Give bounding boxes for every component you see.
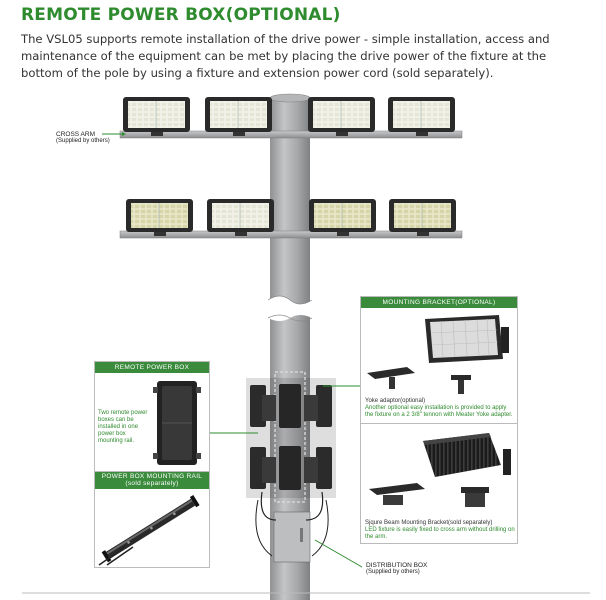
power-box-cluster bbox=[246, 371, 336, 503]
cross-arm-lower bbox=[119, 230, 463, 239]
mounting-rail-subtitle: (sold separately) bbox=[125, 480, 179, 487]
cross-arm-sublabel: (Supplied by others) bbox=[56, 138, 110, 144]
distribution-box-callout: DISTRIBUTION BOX (Supplied by others) bbox=[366, 562, 427, 576]
cross-arm-callout: CROSS ARM (Supplied by others) bbox=[56, 131, 110, 145]
remote-power-box-header: REMOTE POWER BOX bbox=[95, 362, 209, 373]
mounting-rail-image bbox=[98, 494, 200, 566]
remote-power-box-panel: REMOTE POWER BOX Two remote power boxes … bbox=[94, 361, 210, 473]
yoke-adaptor-title: Yoke adaptor(optional) bbox=[365, 398, 426, 404]
yoke-adaptor-note: Another optional easy installation is pr… bbox=[365, 405, 513, 418]
mounting-rail-title: POWER BOX MOUNTING RAIL bbox=[101, 473, 203, 480]
floodlights-lower bbox=[126, 199, 456, 236]
panel-divider bbox=[361, 423, 517, 424]
remote-power-box-image bbox=[153, 381, 201, 465]
distribution-box-label: DISTRIBUTION BOX bbox=[366, 562, 428, 569]
square-beam-note: LED fixture is easily fixed to cross arm… bbox=[365, 527, 515, 540]
yoke-adaptor-image bbox=[367, 315, 509, 394]
mounting-rail-header: POWER BOX MOUNTING RAIL (sold separately… bbox=[95, 472, 209, 489]
remote-power-box-note: Two remote power boxes can be installed … bbox=[98, 410, 148, 444]
mounting-bracket-panel: MOUNTING BRACKET(OPTIONAL) Yoke adap bbox=[360, 296, 518, 544]
mounting-rail-panel: POWER BOX MOUNTING RAIL (sold separately… bbox=[94, 471, 210, 568]
cross-arm-upper bbox=[119, 130, 463, 139]
cross-arm-label: CROSS ARM bbox=[56, 131, 96, 138]
intro-paragraph: The VSL05 supports remote installation o… bbox=[21, 32, 550, 80]
square-beam-bracket-image bbox=[369, 433, 511, 507]
distribution-box-sublabel: (Supplied by others) bbox=[366, 569, 420, 575]
square-beam-title: Sjqure Beam Mounting Bracket(sold separa… bbox=[365, 520, 493, 526]
floodlights-upper bbox=[123, 97, 455, 136]
distribution-box bbox=[255, 491, 329, 563]
mounting-bracket-header: MOUNTING BRACKET(OPTIONAL) bbox=[361, 297, 517, 308]
page-title: REMOTE POWER BOX(OPTIONAL) bbox=[21, 5, 341, 25]
